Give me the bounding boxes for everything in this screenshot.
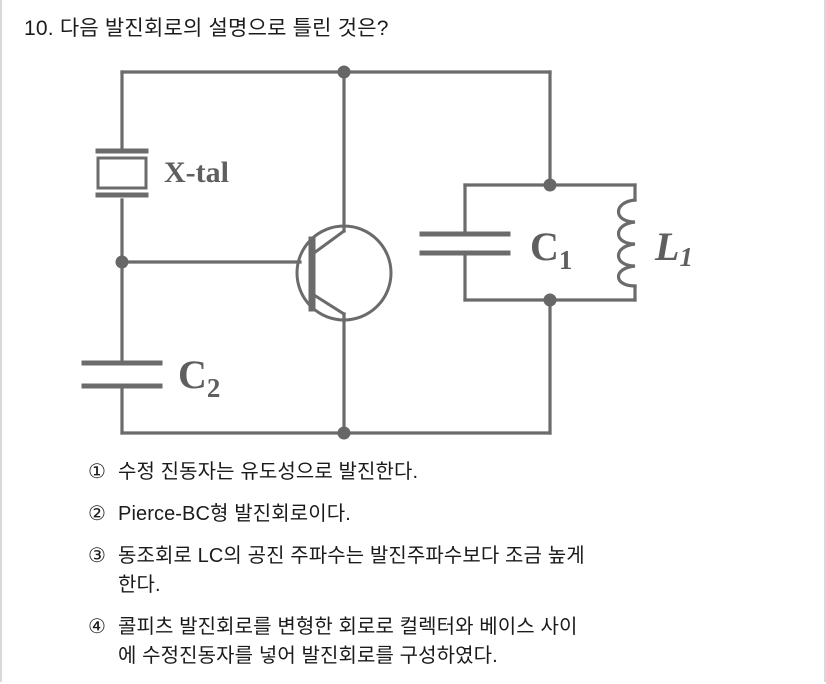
label-c1: C1 <box>530 224 572 275</box>
transistor-collector-lead <box>311 228 347 256</box>
node-tank-bottom <box>543 293 557 307</box>
option-line-2: 한다. <box>118 574 161 596</box>
option-line-2: 에 수정진동자를 넣어 발진회로를 구성하였다. <box>118 645 498 667</box>
option-line-1: 콜피츠 발진회로를 변형한 회로로 컬렉터와 베이스 사이 <box>118 616 578 638</box>
option-text-4: 콜피츠 발진회로를 변형한 회로로 컬렉터와 베이스 사이 에 수정진동자를 넣… <box>118 613 808 671</box>
circuit-figure: X-tal C2 C1 L1 <box>60 48 760 448</box>
l1-coil <box>616 198 637 288</box>
label-c2: C2 <box>178 352 220 403</box>
option-line-1: 수정 진동자는 유도성으로 발진한다. <box>118 461 419 483</box>
option-marker-2: ② <box>88 503 106 525</box>
page-edge-left <box>0 0 2 682</box>
option-item-3[interactable]: ③ 동조회로 LC의 공진 주파수는 발진주파수보다 조금 높게 한다. <box>88 542 808 600</box>
option-text-2: Pierce-BC형 발진회로이다. <box>118 500 808 529</box>
page-edge-right <box>824 0 826 682</box>
option-marker-4: ④ <box>88 616 106 638</box>
option-marker-1: ① <box>88 461 106 483</box>
node-collector-top <box>337 65 351 79</box>
node-base-left <box>115 255 129 269</box>
option-line-1: 동조회로 LC의 공진 주파수는 발진주파수보다 조금 높게 <box>118 545 585 567</box>
option-marker-3: ③ <box>88 545 106 567</box>
option-item-1[interactable]: ① 수정 진동자는 유도성으로 발진한다. <box>88 458 808 487</box>
node-emitter-bottom <box>337 426 351 440</box>
label-l1: L1 <box>654 224 693 272</box>
option-text-3: 동조회로 LC의 공진 주파수는 발진주파수보다 조금 높게 한다. <box>118 542 808 600</box>
node-tank-top <box>543 178 557 192</box>
option-text-1: 수정 진동자는 유도성으로 발진한다. <box>118 458 808 487</box>
question-stem: 10. 다음 발진회로의 설명으로 틀린 것은? <box>24 17 389 40</box>
label-crystal: X-tal <box>164 156 229 189</box>
crystal-body <box>96 156 148 190</box>
transistor-envelope <box>295 224 393 322</box>
transistor-emitter-lead <box>311 292 347 317</box>
circuit-svg: X-tal C2 C1 L1 <box>81 65 693 440</box>
option-line-1: Pierce-BC형 발진회로이다. <box>118 503 351 525</box>
option-item-4[interactable]: ④ 콜피츠 발진회로를 변형한 회로로 컬렉터와 베이스 사이 에 수정진동자를… <box>88 613 808 671</box>
options-list: ① 수정 진동자는 유도성으로 발진한다. ② Pierce-BC형 발진회로이… <box>88 458 808 684</box>
option-item-2[interactable]: ② Pierce-BC형 발진회로이다. <box>88 500 808 529</box>
